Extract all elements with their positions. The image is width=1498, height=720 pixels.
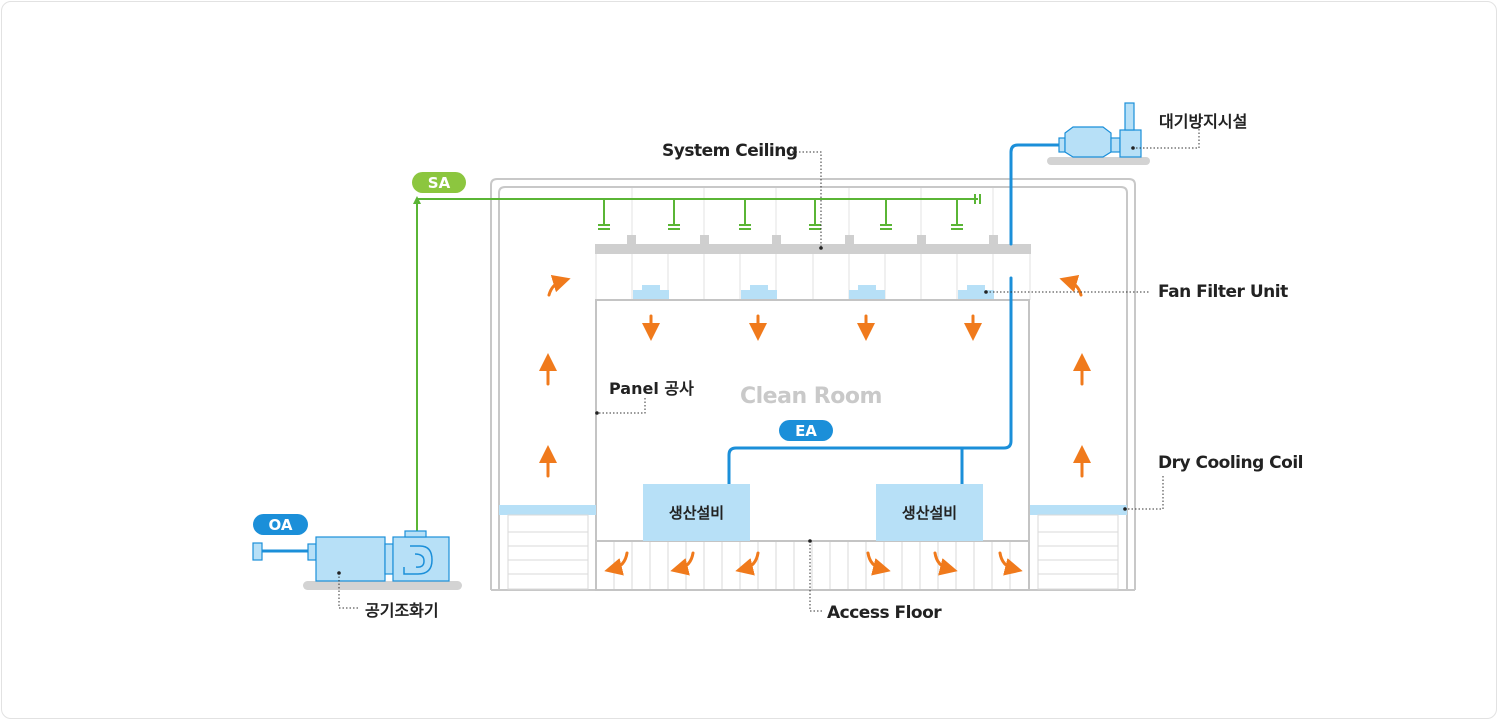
svg-text:EA: EA [795,422,817,440]
panel-work-label: Panel 공사 [609,379,694,398]
clean-room-box [595,299,1030,591]
exhaust-air-duct [727,143,1062,486]
ffu [741,285,777,300]
svg-text:OA: OA [269,516,293,534]
sa-badge: SA [412,172,466,193]
system-ceiling [595,188,1031,300]
production-equipment-1 [643,484,750,541]
access-floor [597,540,1029,589]
air-pollution-facility-label: 대기방지시설 [1159,112,1247,131]
equipment-label-2: 생산설비 [902,504,957,522]
clean-room-label: Clean Room [740,384,882,409]
ea-badge: EA [779,420,833,441]
svg-text:SA: SA [428,174,451,192]
dry-cooling-coil-label: Dry Cooling Coil [1158,453,1303,473]
ffu [849,285,885,300]
supply-diffusers [598,199,963,230]
oa-badge: OA [253,514,308,535]
supply-air-duct [413,194,981,532]
leader-lines [338,122,1200,612]
access-floor-label: Access Floor [827,603,942,623]
fan-filter-unit-label: Fan Filter Unit [1158,282,1288,302]
airflow-arrows [539,274,1091,576]
ffu [958,285,994,300]
cooling-coil-left [499,505,596,515]
air-pollution-facility-icon [1047,102,1150,165]
air-handling-unit-icon [252,530,462,590]
fan-filter-units [633,285,994,300]
equipment-label-1: 생산설비 [669,504,724,522]
air-handling-unit-label: 공기조화기 [365,601,439,620]
production-equipment-2 [876,484,983,541]
cooling-coil-right [1030,505,1127,515]
ffu [633,285,669,300]
system-ceiling-label: System Ceiling [662,141,798,161]
dry-cooling-coils [499,505,1127,590]
